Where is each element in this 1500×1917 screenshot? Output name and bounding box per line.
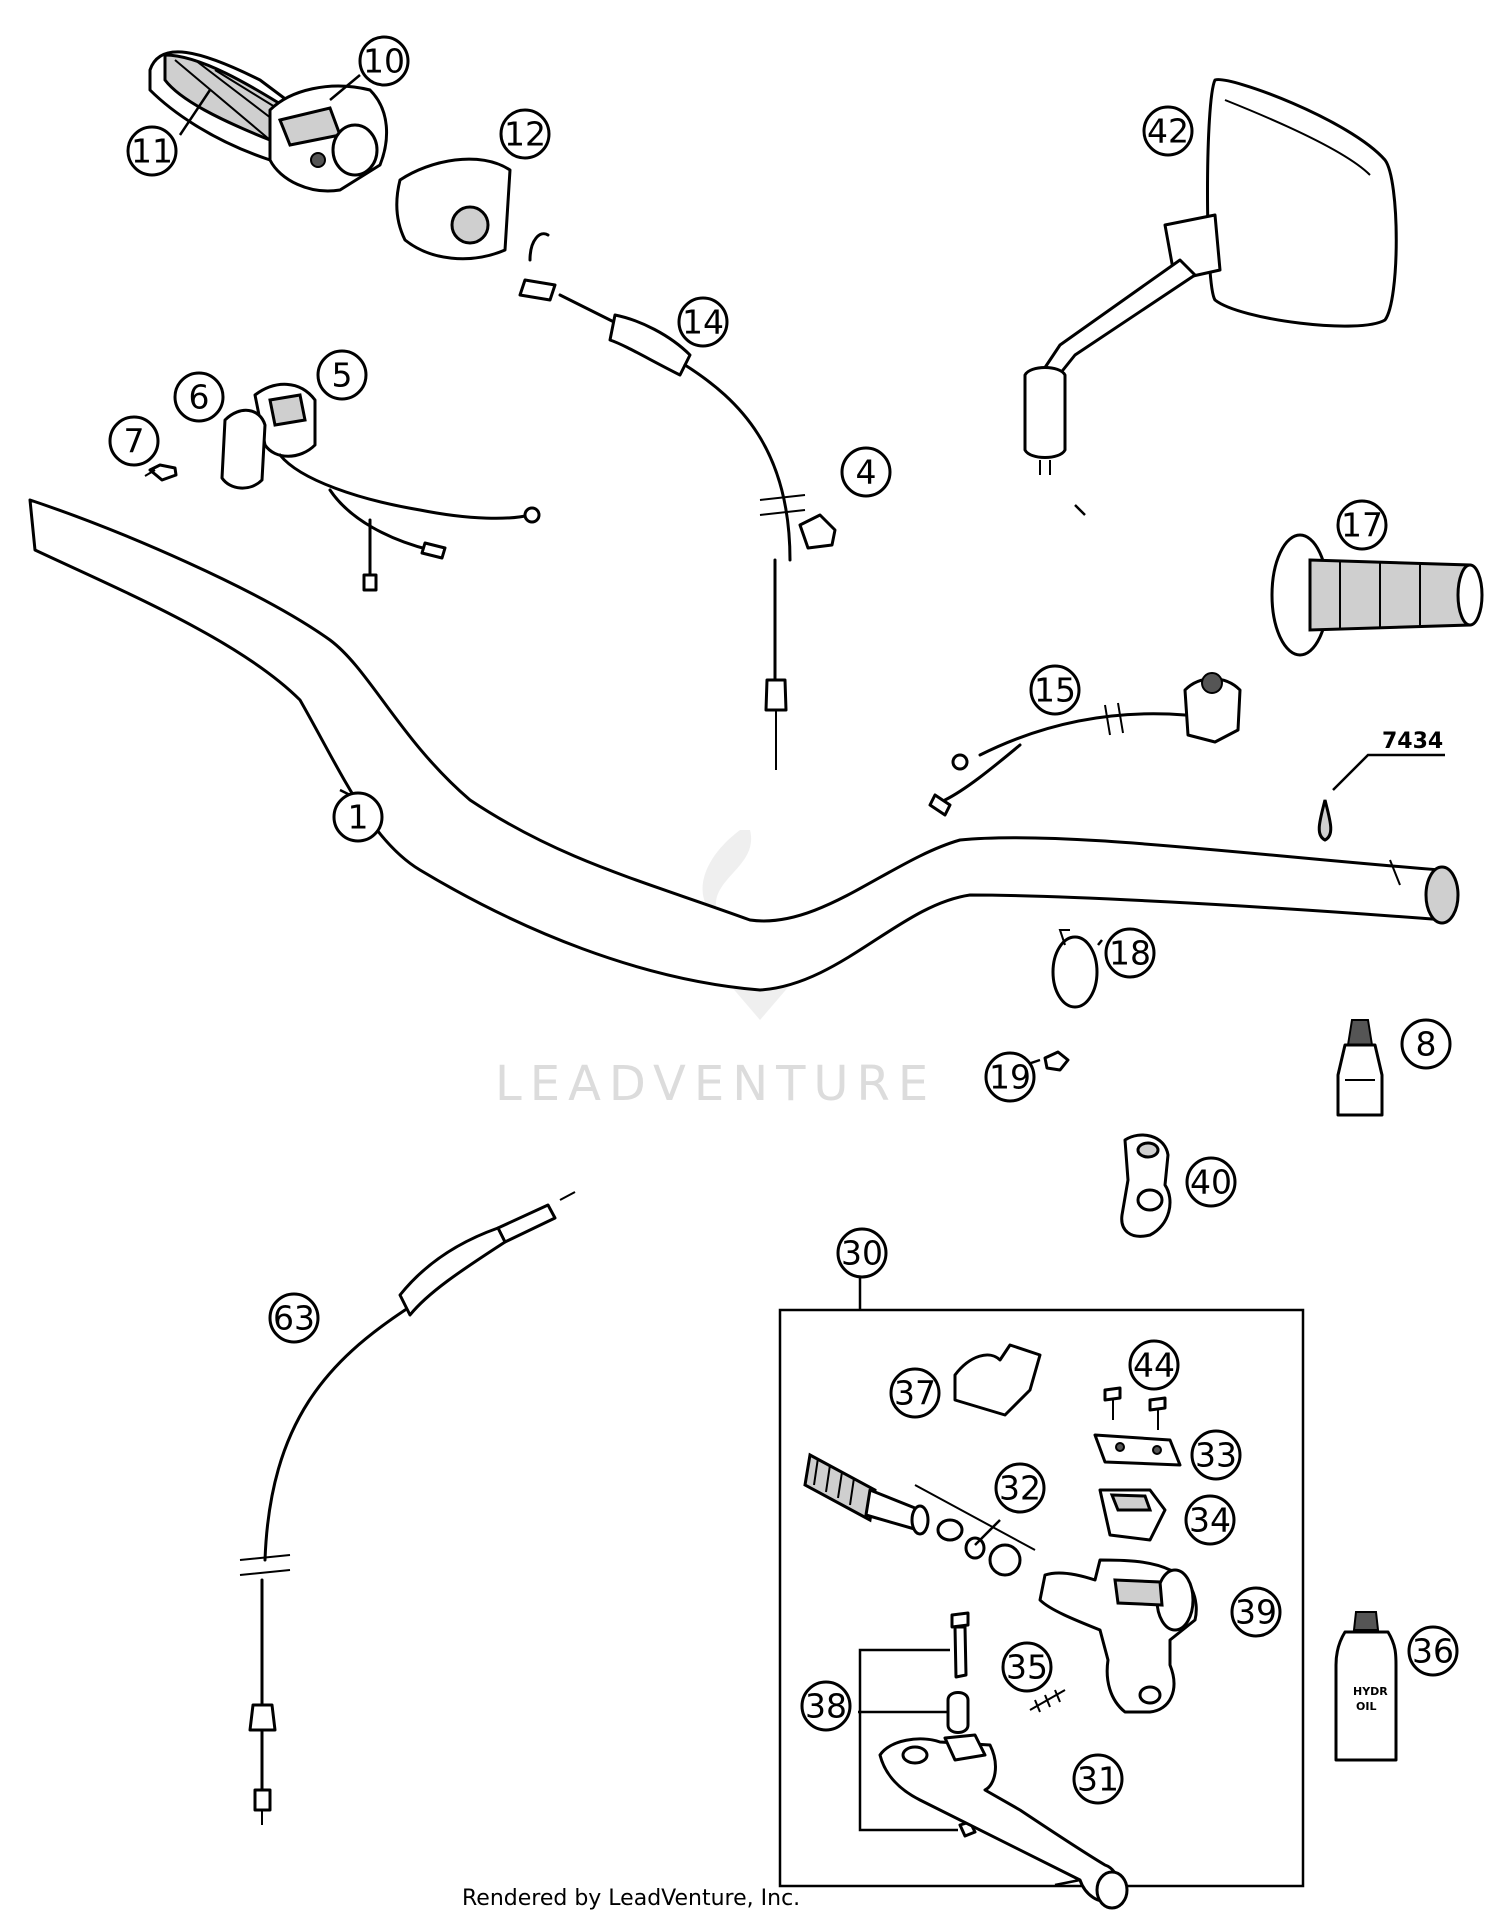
callout-42: 42 — [1142, 105, 1194, 157]
svg-text:39: 39 — [1235, 1593, 1277, 1632]
callout-18: 18 — [1104, 927, 1156, 979]
callout-33: 33 — [1190, 1429, 1242, 1481]
throttle-cable-part-14 — [518, 232, 806, 770]
callout-30: 30 — [836, 1227, 888, 1279]
svg-text:63: 63 — [273, 1299, 315, 1338]
svg-text:30: 30 — [841, 1234, 883, 1273]
callout-8: 8 — [1400, 1018, 1452, 1070]
callout-38: 38 — [800, 1680, 852, 1732]
oil-label-line-1: HYDR — [1353, 1685, 1388, 1698]
code-label-7434: 7434 — [1382, 729, 1443, 754]
screw-part-7 — [144, 463, 178, 482]
clutch-cable-part-63 — [239, 1191, 576, 1825]
gasket-part-34 — [1098, 1488, 1167, 1542]
callout-1: 1 — [332, 791, 384, 843]
callout-63: 63 — [268, 1292, 320, 1344]
leader-lines — [178, 74, 1103, 1887]
callout-39: 39 — [1230, 1586, 1282, 1638]
piston-kit-part-32 — [803, 1452, 1036, 1577]
callout-32: 32 — [994, 1462, 1046, 1514]
callout-36: 36 — [1407, 1625, 1459, 1677]
callout-12: 12 — [499, 108, 551, 160]
switch-part-5 — [253, 382, 541, 592]
svg-text:1: 1 — [348, 798, 369, 837]
svg-text:34: 34 — [1189, 1501, 1231, 1540]
svg-text:12: 12 — [504, 115, 546, 154]
threadlocker-drop-7434: 7434 — [1317, 729, 1445, 842]
svg-text:31: 31 — [1077, 1760, 1119, 1799]
svg-text:18: 18 — [1109, 934, 1151, 973]
callout-4: 4 — [840, 446, 892, 498]
left-grip-part-17 — [1270, 533, 1484, 657]
svg-text:4: 4 — [856, 453, 877, 492]
svg-text:15: 15 — [1034, 671, 1076, 710]
svg-text:35: 35 — [1006, 1648, 1048, 1687]
svg-text:10: 10 — [363, 42, 405, 81]
svg-text:32: 32 — [999, 1469, 1041, 1508]
master-cylinder-box-part-30 — [778, 1278, 1305, 1888]
svg-text:17: 17 — [1341, 506, 1383, 545]
nut-part-19 — [1043, 1050, 1070, 1072]
callout-15: 15 — [1029, 664, 1081, 716]
svg-text:38: 38 — [805, 1687, 847, 1726]
svg-text:7: 7 — [124, 422, 145, 461]
svg-text:5: 5 — [332, 356, 353, 395]
hydraulic-oil-part-36: HYDR OIL — [1334, 1611, 1398, 1762]
callout-7: 7 — [108, 415, 160, 467]
screws-part-44 — [1103, 1386, 1167, 1430]
spring-part-35 — [1029, 1689, 1066, 1713]
clamp-part-40 — [1120, 1133, 1172, 1238]
svg-text:42: 42 — [1147, 112, 1189, 151]
svg-text:8: 8 — [1416, 1025, 1437, 1064]
throttle-cover-part-12 — [395, 157, 512, 261]
kill-switch-part-15 — [928, 672, 1242, 817]
callout-19: 19 — [984, 1051, 1036, 1103]
callout-10: 10 — [358, 35, 410, 87]
callout-31: 31 — [1072, 1753, 1124, 1805]
callout-6: 6 — [173, 371, 225, 423]
mirror-part-42 — [1023, 78, 1398, 475]
handlebar-part-1 — [28, 498, 1460, 992]
clamp-part-6 — [220, 409, 267, 490]
callout-5: 5 — [316, 349, 368, 401]
callout-37: 37 — [889, 1367, 941, 1419]
cover-part-37 — [953, 1343, 1042, 1417]
cap-part-4 — [798, 513, 837, 550]
svg-text:44: 44 — [1133, 1346, 1175, 1385]
callout-40: 40 — [1185, 1156, 1237, 1208]
master-cylinder-part-39 — [1038, 1558, 1198, 1714]
svg-text:40: 40 — [1190, 1163, 1232, 1202]
svg-text:19: 19 — [989, 1058, 1031, 1097]
svg-text:6: 6 — [189, 378, 210, 417]
footer-credit: Rendered by LeadVenture, Inc. — [462, 1886, 800, 1911]
svg-text:33: 33 — [1195, 1436, 1237, 1475]
svg-text:11: 11 — [131, 132, 173, 171]
svg-text:37: 37 — [894, 1374, 936, 1413]
callout-14: 14 — [677, 296, 729, 348]
callout-35: 35 — [1001, 1641, 1053, 1693]
callout-44: 44 — [1128, 1339, 1180, 1391]
throttle-housing-part-10 — [268, 84, 389, 193]
bottle-part-8 — [1336, 1019, 1384, 1117]
svg-text:14: 14 — [682, 303, 724, 342]
oil-label-line-2: OIL — [1356, 1700, 1376, 1713]
callout-11: 11 — [126, 125, 178, 177]
hose-clip-part-18 — [1051, 929, 1099, 1009]
callout-17: 17 — [1336, 499, 1388, 551]
brake-lever-part-31 — [878, 1733, 1129, 1910]
callout-34: 34 — [1184, 1494, 1236, 1546]
watermark-text: LEADVENTURE — [495, 1056, 936, 1112]
svg-text:36: 36 — [1412, 1632, 1454, 1671]
cover-plate-part-33 — [1093, 1433, 1182, 1467]
